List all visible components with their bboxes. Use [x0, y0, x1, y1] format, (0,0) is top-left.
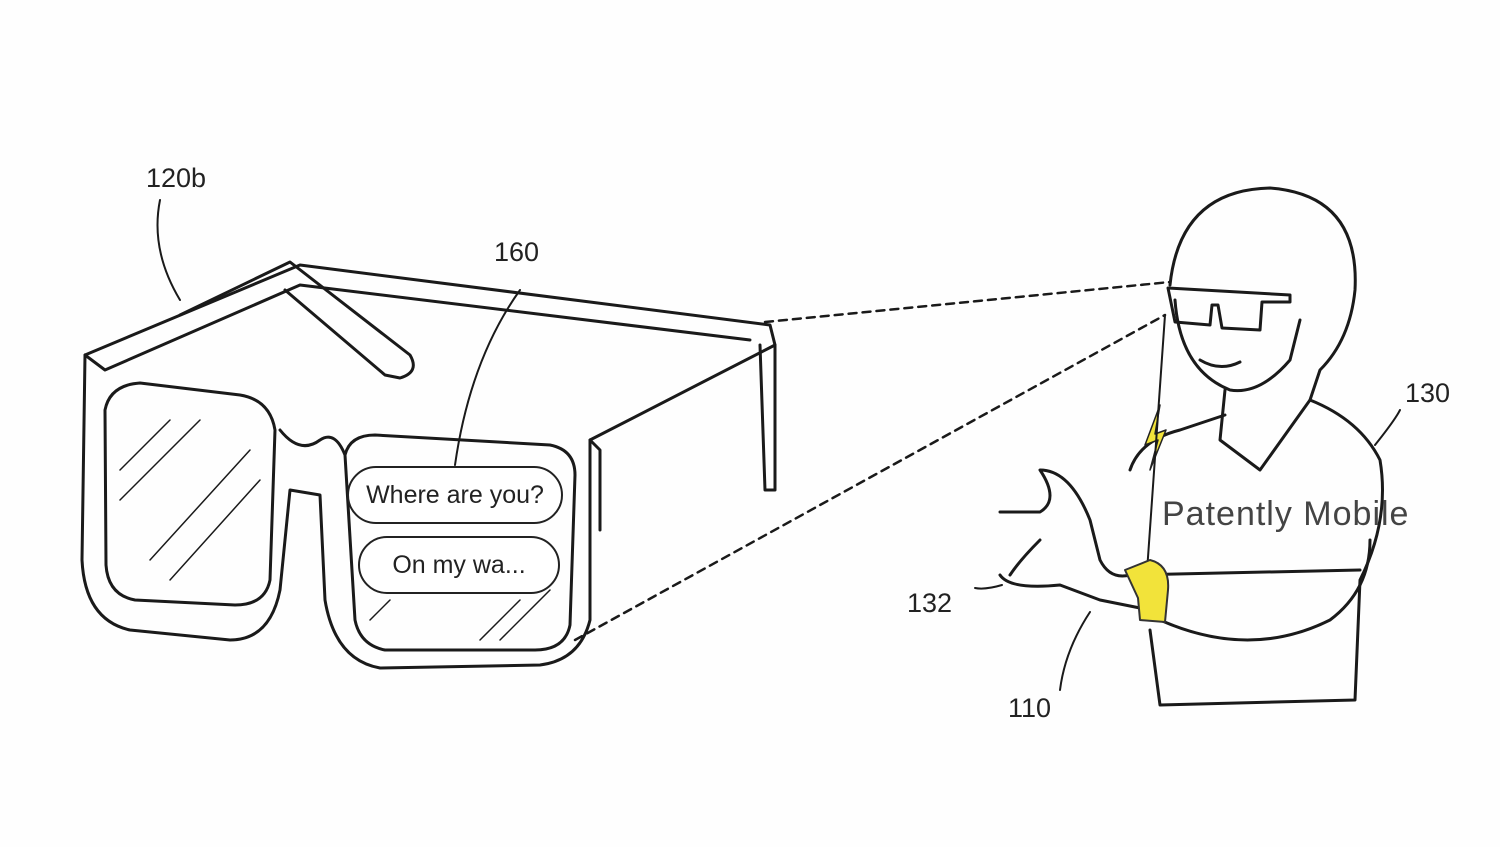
glasses-drawing — [80, 199, 777, 670]
label-user: 130 — [1405, 378, 1451, 408]
message-bubble: On my wa... — [358, 536, 560, 594]
label-hand: 132 — [907, 588, 953, 618]
watermark: Patently Mobile — [1162, 495, 1410, 533]
message-bubble: Where are you? — [347, 466, 563, 524]
user-drawing — [974, 186, 1401, 707]
label-wrist-device: 110 — [1008, 693, 1052, 723]
label-display: 160 — [494, 237, 540, 267]
label-glasses: 120b — [146, 163, 207, 193]
smartwatch-icon — [1124, 559, 1170, 623]
